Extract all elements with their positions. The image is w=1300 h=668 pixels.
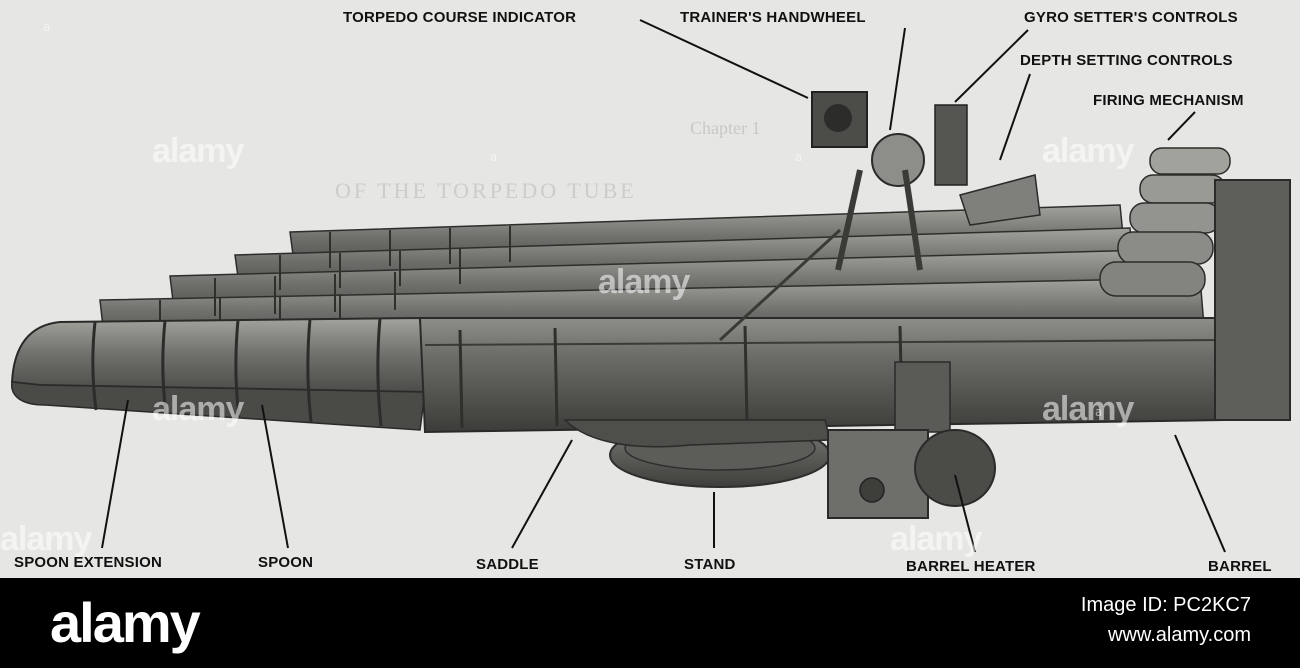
watermark-badge: a: [1095, 405, 1103, 419]
watermark-logo: alamy: [1042, 132, 1134, 170]
watermark-logo: alamy: [890, 520, 982, 558]
background-heading-text: OF THE TORPEDO TUBE: [335, 178, 637, 203]
label-trainers-handwheel: TRAINER'S HANDWHEEL: [680, 9, 866, 26]
label-spoon: SPOON: [258, 554, 314, 571]
watermark-badge: a: [795, 150, 803, 164]
watermark-logo: alamy: [152, 132, 244, 170]
watermark-logo: alamy: [598, 263, 690, 301]
image-id-text: Image ID: PC2KC7: [1080, 594, 1251, 616]
label-barrel: BARREL: [1208, 558, 1272, 575]
watermark-badge: a: [490, 150, 498, 164]
label-gyro-setters-controls: GYRO SETTER'S CONTROLS: [1024, 9, 1238, 26]
firing-mechanism: [1099, 147, 1291, 421]
footer-logo: alamy: [50, 591, 201, 654]
site-url-text: www.alamy.com: [1108, 624, 1251, 646]
label-stand: STAND: [684, 556, 736, 573]
torpedo-tube-illustration: [10, 19, 1291, 553]
watermark-logo: alamy: [0, 520, 92, 558]
label-barrel-heater: BARREL HEATER: [906, 558, 1036, 575]
watermark-badge: a: [43, 20, 51, 34]
label-torpedo-course-indicator: TORPEDO COURSE INDICATOR: [343, 9, 577, 26]
watermark-logo: alamy: [1042, 390, 1134, 428]
barrel: [418, 317, 1251, 434]
footer-bar: [0, 578, 1300, 668]
trainers-station: [718, 91, 1041, 342]
label-saddle: SADDLE: [476, 556, 539, 573]
label-firing-mechanism: FIRING MECHANISM: [1093, 92, 1244, 109]
background-chapter-text: Chapter 1: [690, 118, 761, 138]
torpedo-tube-figure: Chapter 1 OF THE TORPEDO TUBE: [0, 0, 1300, 578]
leader-lines: [101, 19, 1226, 553]
label-spoon-extension: SPOON EXTENSION: [14, 554, 163, 571]
watermark-logo: alamy: [152, 390, 244, 428]
label-depth-setting-controls: DEPTH SETTING CONTROLS: [1020, 52, 1233, 69]
saddle: [563, 419, 831, 448]
barrel-heater: [827, 429, 996, 519]
